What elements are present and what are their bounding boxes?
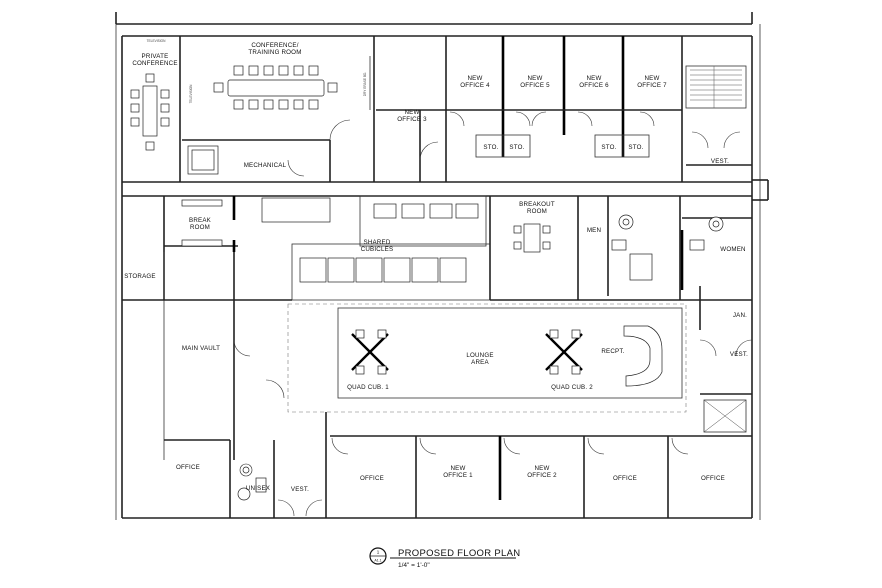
label-lounge-1: LOUNGE <box>466 352 493 359</box>
label-conference-2: TRAINING ROOM <box>248 49 301 56</box>
label-new-office-3-1: NEW <box>404 109 419 116</box>
label-conference-1: CONFERENCE/ <box>251 42 298 49</box>
label-television-top: TELEVISION <box>147 39 166 43</box>
doors-south <box>233 339 753 517</box>
label-new-office-2-2: OFFICE 2 <box>527 472 557 479</box>
label-quad-cub-2: QUAD CUB. 2 <box>551 384 593 391</box>
label-shared-cubicles-1: SHARED <box>364 239 391 246</box>
doors-north <box>287 111 741 177</box>
label-office-sw: OFFICE <box>176 464 200 471</box>
label-new-office-5-2: OFFICE 5 <box>520 82 550 89</box>
label-lounge-2: AREA <box>471 359 489 366</box>
label-vest-east: VEST. <box>730 351 748 358</box>
label-dry-erase: DRY ERASE BD. <box>363 72 367 97</box>
room-labels: TELEVISION PRIVATE CONFERENCE CONFERENCE… <box>124 39 748 493</box>
label-quad-cub-1: QUAD CUB. 1 <box>347 384 389 391</box>
private-conference-table <box>130 73 170 151</box>
label-new-office-6-1: NEW <box>586 75 601 82</box>
label-sto-2: STO. <box>509 144 524 151</box>
label-breakout-1: BREAKOUT <box>519 201 555 208</box>
label-unisex: UNISEX <box>246 485 270 492</box>
label-office-south-1: OFFICE <box>360 475 384 482</box>
label-breakout-2: ROOM <box>527 208 547 215</box>
label-mechanical: MECHANICAL <box>244 162 287 169</box>
label-new-office-4-1: NEW <box>467 75 482 82</box>
drawing-scale: 1/4" = 1'-0" <box>398 562 430 569</box>
label-new-office-7-2: OFFICE 7 <box>637 82 667 89</box>
label-television-side: TELEVISION <box>189 84 193 103</box>
label-women: WOMEN <box>720 246 745 253</box>
label-sto-4: STO. <box>628 144 643 151</box>
label-office-south-3: OFFICE <box>701 475 725 482</box>
label-new-office-7-1: NEW <box>644 75 659 82</box>
south-rooms <box>164 393 752 518</box>
label-shared-cubicles-2: CUBICLES <box>361 246 394 253</box>
label-break-room-1: BREAK <box>189 217 212 224</box>
drawing-title: PROPOSED FLOOR PLAN <box>398 548 520 559</box>
lounge <box>287 303 687 413</box>
label-private-conference-2: CONFERENCE <box>132 60 177 67</box>
label-jan: JAN. <box>733 312 747 319</box>
label-new-office-4-2: OFFICE 4 <box>460 82 490 89</box>
label-storage: STORAGE <box>124 273 156 280</box>
label-main-vault: MAIN VAULT <box>182 345 220 352</box>
accessible-icons <box>242 218 720 474</box>
title-block: 1 A1.1 PROPOSED FLOOR PLAN 1/4" = 1'-0" <box>369 547 520 569</box>
north-rooms <box>179 36 752 182</box>
label-break-room-2: ROOM <box>190 224 210 231</box>
label-sto-3: STO. <box>601 144 616 151</box>
label-men: MEN <box>587 227 601 234</box>
label-new-office-3-2: OFFICE 3 <box>397 116 427 123</box>
marker-number: 1 <box>377 550 380 555</box>
label-vest-north: VEST. <box>711 158 729 165</box>
label-new-office-6-2: OFFICE 6 <box>579 82 609 89</box>
label-sto-1: STO. <box>483 144 498 151</box>
middle-rooms <box>122 195 752 460</box>
label-office-south-2: OFFICE <box>613 475 637 482</box>
label-vest-south: VEST. <box>291 486 309 493</box>
label-recept: RECPT. <box>601 348 624 355</box>
conference-table <box>213 65 338 110</box>
marker-sheet: A1.1 <box>374 559 381 563</box>
label-new-office-1-1: NEW <box>450 465 465 472</box>
label-new-office-5-1: NEW <box>527 75 542 82</box>
label-new-office-1-2: OFFICE 1 <box>443 472 473 479</box>
label-private-conference-1: PRIVATE <box>142 53 169 60</box>
label-new-office-2-1: NEW <box>534 465 549 472</box>
